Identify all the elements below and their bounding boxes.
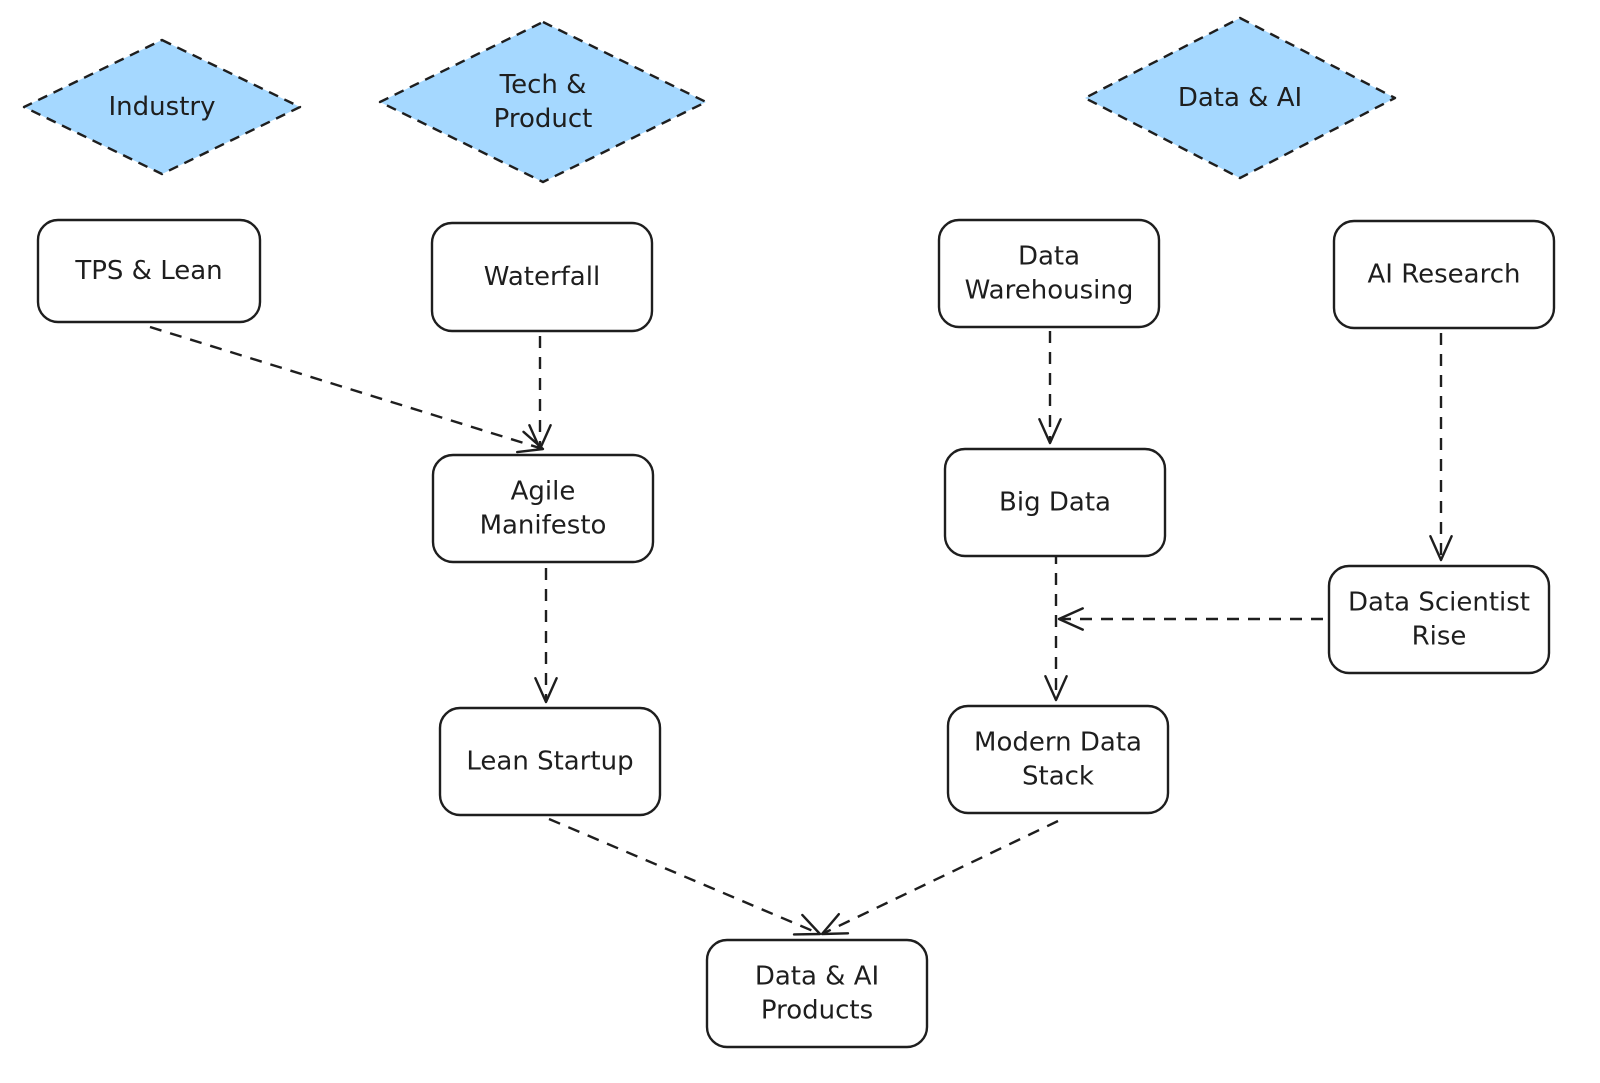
- arrowhead-icon: [820, 912, 850, 936]
- node-big-data[interactable]: Big Data: [943, 447, 1167, 558]
- arrowhead-icon: [792, 913, 822, 936]
- arrowhead-icon: [1429, 535, 1453, 562]
- category-diamond: [22, 38, 302, 176]
- node-label-line: Modern Data: [974, 728, 1142, 758]
- category-industry[interactable]: Industry: [22, 38, 302, 176]
- arrowhead-icon: [534, 677, 558, 704]
- edge-big-data-to-modern-data-stack: [1044, 552, 1068, 702]
- category-tech-product[interactable]: Tech & Product: [378, 20, 708, 184]
- node-box: [943, 447, 1167, 558]
- node-box: [705, 938, 929, 1049]
- node-box: [937, 218, 1161, 329]
- edge-agile-manifesto-to-lean-startup: [534, 568, 558, 704]
- node-data-ai-products[interactable]: Data & AI Products: [705, 938, 929, 1049]
- node-tps-lean[interactable]: TPS & Lean: [36, 218, 262, 324]
- node-box: [1327, 564, 1551, 675]
- edge-tps-lean-to-agile-manifesto: [149, 325, 545, 454]
- arrowhead-icon: [528, 424, 552, 451]
- arrowhead-icon: [1038, 418, 1062, 445]
- edge-line: [821, 819, 1059, 936]
- node-lean-startup[interactable]: Lean Startup: [438, 706, 662, 817]
- arrowhead-icon: [515, 430, 545, 454]
- node-label-line: Data Scientist: [1348, 588, 1530, 618]
- category-label-line: Industry: [109, 92, 216, 122]
- node-label-line: AI Research: [1368, 260, 1521, 290]
- category-label-line: Product: [494, 104, 593, 134]
- edge-data-scientist-rise-to-modern-data-stack: [1057, 607, 1323, 631]
- category-label-line: Tech &: [499, 70, 587, 100]
- edge-lean-startup-to-data-ai-products: [548, 817, 822, 936]
- node-label-line: Big Data: [999, 488, 1111, 518]
- node-label-line: Data: [1018, 242, 1080, 272]
- edge-line: [548, 817, 821, 936]
- node-label-line: Stack: [1022, 762, 1094, 792]
- category-diamond: [378, 20, 708, 184]
- category-label-line: Data & AI: [1178, 83, 1302, 113]
- arrowhead-icon: [1044, 675, 1068, 702]
- node-label-line: Products: [761, 996, 873, 1026]
- edge-ai-research-to-data-scientist-rise: [1429, 333, 1453, 562]
- node-box: [36, 218, 262, 324]
- node-label-line: Data & AI: [755, 962, 879, 992]
- node-box: [1332, 219, 1556, 330]
- node-box: [431, 453, 655, 564]
- node-ai-research[interactable]: AI Research: [1332, 219, 1556, 330]
- node-label-line: Lean Startup: [466, 747, 633, 777]
- node-label-line: Waterfall: [484, 262, 600, 292]
- arrowhead-icon: [1057, 607, 1084, 631]
- edge-modern-data-stack-to-data-ai-products: [820, 819, 1059, 936]
- node-waterfall[interactable]: Waterfall: [430, 221, 654, 333]
- edge-data-warehousing-to-big-data: [1038, 331, 1062, 445]
- category-diamond: [1083, 16, 1397, 180]
- node-label-line: Warehousing: [965, 276, 1134, 306]
- node-label-line: Manifesto: [480, 511, 607, 541]
- node-label-line: Agile: [511, 477, 576, 507]
- edge-waterfall-to-agile-manifesto: [528, 336, 552, 451]
- category-data-ai[interactable]: Data & AI: [1083, 16, 1397, 180]
- edges-layer: [149, 325, 1453, 936]
- node-label-line: TPS & Lean: [74, 256, 222, 286]
- edge-line: [149, 325, 544, 451]
- node-label-line: Rise: [1412, 622, 1467, 652]
- node-box: [430, 221, 654, 333]
- node-box: [946, 704, 1170, 815]
- node-box: [438, 706, 662, 817]
